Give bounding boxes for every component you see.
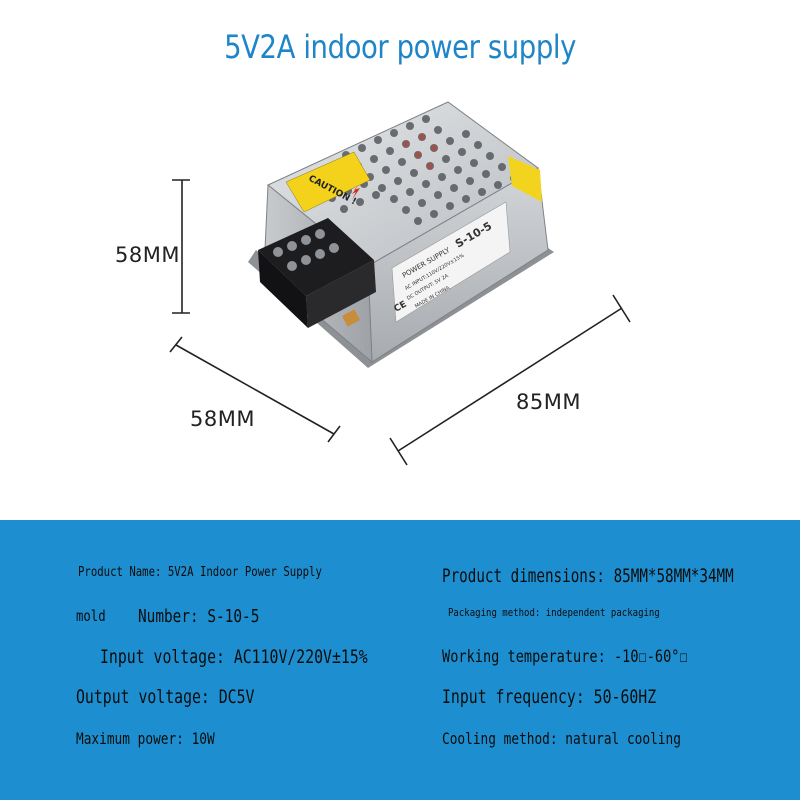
spec-product-name: Product Name: 5V2A Indoor Power Supply: [78, 565, 322, 580]
length-dimension-label: 85MM: [516, 390, 581, 414]
page-title: 5V2A indoor power supply: [224, 28, 576, 66]
spec-max-power: Maximum power: 10W: [76, 729, 215, 748]
spec-mold-label: mold: [76, 607, 106, 625]
length-line: [397, 307, 623, 452]
spec-packaging: Packaging method: independent packaging: [448, 606, 660, 619]
dimension-lines: [169, 179, 631, 466]
spec-input-voltage: Input voltage: AC110V/220V±15%: [100, 646, 368, 668]
spec-product-dimensions: Product dimensions: 85MM*58MM*34MM: [442, 565, 734, 587]
depth-line: [175, 344, 335, 435]
spec-output-voltage: Output voltage: DC5V: [76, 686, 255, 708]
height-dimension-label: 58MM: [115, 243, 180, 267]
spec-working-temperature: Working temperature: -10☐-60°☐: [442, 647, 688, 667]
depth-dimension-label: 58MM: [190, 407, 255, 431]
spec-input-frequency: Input frequency: 50-60HZ: [442, 686, 657, 708]
specs-panel: [0, 520, 800, 800]
spec-cooling-method: Cooling method: natural cooling: [442, 729, 681, 748]
power-supply-image: CAUTION ! POWER SUPPLY S-10-5 AC INPUT:1…: [248, 101, 554, 368]
spec-model-number: Number: S-10-5: [138, 606, 260, 627]
